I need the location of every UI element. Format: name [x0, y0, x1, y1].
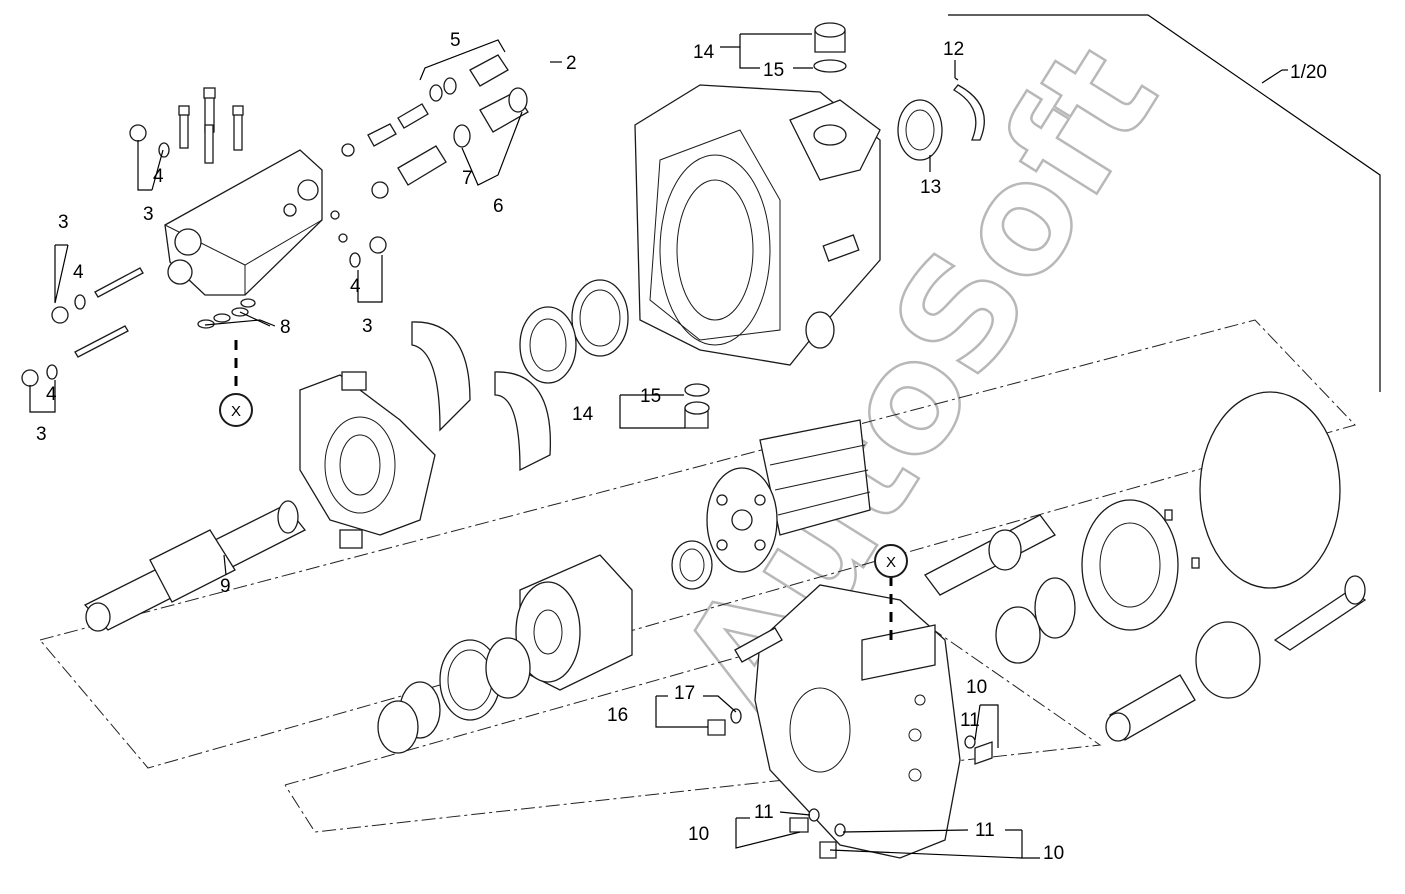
callout-16: 16: [607, 705, 628, 726]
x-marker-1: [219, 393, 253, 427]
callout-11: 11: [754, 802, 774, 823]
callout-4: 4: [350, 276, 361, 297]
drive-shaft: [83, 500, 307, 632]
swash-plate: [299, 371, 436, 549]
spool-assembly: [330, 39, 529, 243]
pump-housing: [634, 84, 881, 366]
control-valve-block: [21, 87, 387, 387]
group-bracket: [948, 14, 1381, 392]
callout-2: 2: [566, 53, 577, 74]
callout-11: 11: [960, 710, 980, 731]
callout-7: 7: [462, 168, 473, 189]
centerline-box-2: [284, 609, 1102, 833]
callout-labels: 1/20 2 3 4 3 4 3 4 3 4 5 6 7 8 9 10 11 1…: [36, 30, 1327, 864]
spring-set: [377, 637, 531, 754]
callout-10: 10: [1043, 843, 1064, 864]
plug-14-middle: [684, 383, 710, 429]
callout-12: 12: [943, 39, 964, 60]
callout-3: 3: [58, 212, 69, 233]
pistons: [706, 419, 871, 573]
bearings: [411, 279, 629, 472]
callout-10: 10: [688, 824, 709, 845]
callout-6: 6: [493, 196, 504, 217]
cylinder-block: [515, 540, 713, 691]
callout-4: 4: [46, 384, 57, 405]
callout-4: 4: [73, 262, 84, 283]
leader-lines: [29, 33, 1040, 859]
callout-14: 14: [572, 404, 594, 425]
callout-10: 10: [966, 677, 987, 698]
x-marker-1-label: X: [231, 403, 241, 420]
callout-3: 3: [362, 316, 373, 337]
callout-15: 15: [640, 386, 661, 407]
shaft-seal: [897, 84, 985, 161]
x-marker-2: [874, 544, 908, 578]
callout-13: 13: [920, 177, 941, 198]
callout-15: 15: [763, 60, 784, 81]
callout-9: 9: [220, 576, 231, 597]
callout-4: 4: [153, 166, 164, 187]
callout-3: 3: [36, 424, 47, 445]
callout-1-20: 1/20: [1290, 62, 1327, 83]
end-cover-plugs: [707, 708, 993, 859]
callout-5: 5: [450, 30, 461, 51]
x-marker-2-label: X: [886, 554, 896, 571]
callout-3: 3: [143, 204, 154, 225]
callout-11: 11: [975, 820, 995, 841]
end-cover: [734, 584, 961, 859]
callout-8: 8: [280, 317, 291, 338]
callout-17: 17: [674, 683, 695, 704]
callout-14: 14: [693, 42, 715, 63]
plug-14-top: [813, 22, 847, 73]
valve-plate: [924, 391, 1367, 742]
